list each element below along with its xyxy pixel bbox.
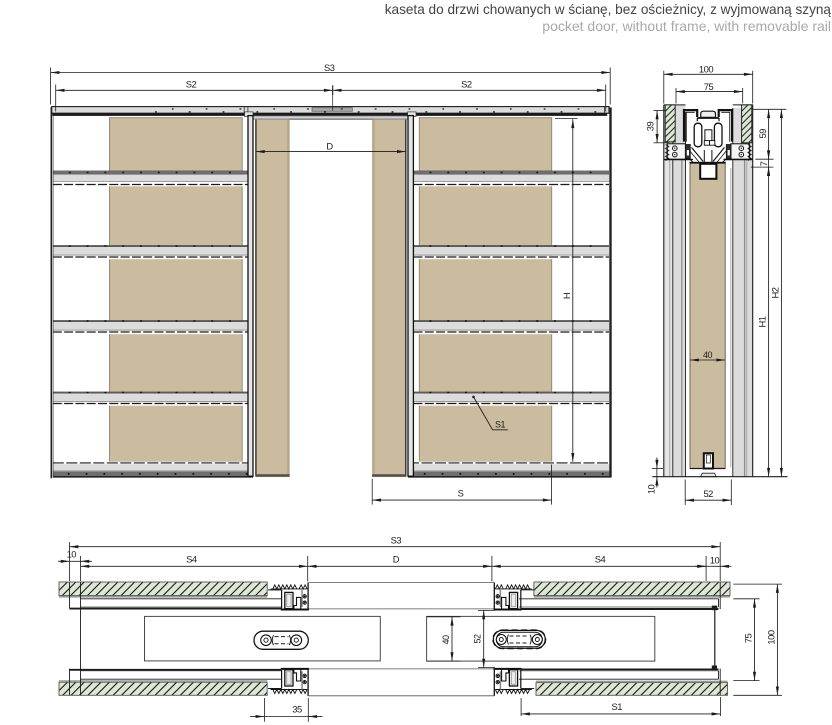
svg-text:S4: S4 xyxy=(595,554,606,565)
svg-text:40: 40 xyxy=(703,350,713,360)
svg-text:H1: H1 xyxy=(756,316,767,327)
svg-text:S3: S3 xyxy=(324,62,335,73)
svg-text:7: 7 xyxy=(758,161,769,166)
svg-text:S1: S1 xyxy=(611,701,622,712)
svg-text:S3: S3 xyxy=(391,535,402,546)
svg-text:S: S xyxy=(458,487,464,498)
svg-text:35: 35 xyxy=(292,704,302,715)
svg-text:75: 75 xyxy=(743,634,754,644)
svg-text:52: 52 xyxy=(473,634,483,644)
svg-text:S4: S4 xyxy=(186,554,197,565)
svg-text:10: 10 xyxy=(645,485,656,495)
svg-text:kaseta do drzwi chowanych w śc: kaseta do drzwi chowanych w ścianę, bez … xyxy=(385,2,832,17)
svg-text:100: 100 xyxy=(699,63,713,74)
svg-text:H: H xyxy=(561,293,572,299)
svg-text:S2: S2 xyxy=(461,78,472,89)
svg-text:52: 52 xyxy=(703,488,713,499)
svg-text:100: 100 xyxy=(765,630,776,644)
svg-text:10: 10 xyxy=(710,555,720,566)
svg-text:40: 40 xyxy=(441,635,451,645)
svg-text:S1: S1 xyxy=(495,419,506,429)
svg-text:10: 10 xyxy=(67,549,77,560)
svg-text:S2: S2 xyxy=(186,78,197,89)
svg-text:75: 75 xyxy=(704,81,714,92)
svg-text:D: D xyxy=(393,554,400,565)
svg-text:39: 39 xyxy=(645,122,656,132)
svg-text:D: D xyxy=(326,141,333,152)
svg-text:59: 59 xyxy=(757,129,768,139)
svg-text:pocket door, without frame, wi: pocket door, without frame, with removab… xyxy=(542,18,831,34)
svg-text:H2: H2 xyxy=(770,287,781,298)
